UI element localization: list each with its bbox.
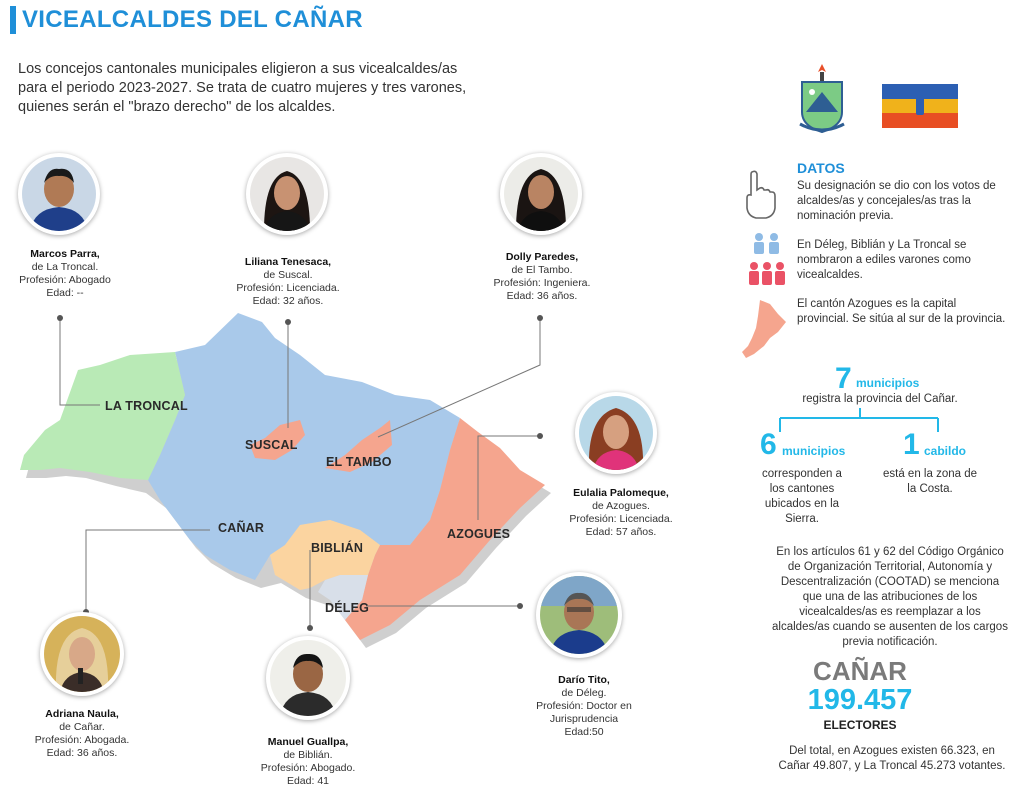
avatar-dolly-paredes <box>500 153 582 235</box>
avatar-eulalia-palomeque <box>575 392 657 474</box>
hand-pointer-icon <box>746 170 776 219</box>
person-canton: de Déleg. <box>561 687 607 699</box>
person-canton: de Cañar. <box>59 721 105 733</box>
region-el-tambo <box>325 420 392 472</box>
region-label-deleg: DÉLEG <box>325 601 370 615</box>
region-suscal <box>250 420 305 460</box>
person-name: Adriana Naula, <box>45 708 119 720</box>
coat-of-arms-icon <box>799 64 845 134</box>
caption-dolly-paredes: Dolly Paredes, de El Tambo. Profesión: I… <box>484 251 600 303</box>
avatar-dario-tito <box>536 572 622 658</box>
person-age: Edad: 41 <box>286 775 330 787</box>
stat-7-sub: registra la provincia del Cañar. <box>802 393 958 405</box>
title-accent-bar <box>10 6 16 34</box>
person-canton: de Biblián. <box>283 749 333 761</box>
person-profession: Profesión: Abogado <box>19 274 111 286</box>
region-canar <box>148 313 460 580</box>
person-canton: de Suscal. <box>263 269 313 281</box>
region-label-el-tambo: EL TAMBO <box>326 455 392 469</box>
person-profession: Profesión: Licenciada. <box>569 513 673 525</box>
caption-dario-tito: Darío Tito, de Déleg. Profesión: Doctor … <box>524 674 644 739</box>
caption-manuel-guallpa: Manuel Guallpa, de Biblián. Profesión: A… <box>248 736 368 788</box>
person-canton: de Azogues. <box>592 500 650 512</box>
electores-label: ELECTORES <box>823 718 897 732</box>
electores-number: 199.457 <box>807 684 913 716</box>
person-profession: Profesión: Abogado. <box>260 762 356 774</box>
azogues-map-icon <box>742 300 786 358</box>
avatar-adriana-naula <box>40 612 124 696</box>
stat-1-number: 1 <box>903 428 920 461</box>
person-age: Edad: -- <box>46 287 84 299</box>
region-deleg <box>318 575 368 620</box>
person-age: Edad:50 <box>564 726 604 738</box>
region-label-la-troncal: LA TRONCAL <box>105 399 188 413</box>
person-profession: Profesión: Doctor en <box>536 700 632 712</box>
connector-eulalia <box>477 435 540 520</box>
region-label-suscal: SUSCAL <box>245 438 298 452</box>
connector-dolly <box>377 318 541 438</box>
caption-liliana-tenesaca: Liliana Tenesaca, de Suscal. Profesión: … <box>230 256 346 308</box>
stat-1-sub: está en la zona de la Costa. <box>883 468 977 495</box>
caption-marcos-parra: Marcos Parra, de La Troncal. Profesión: … <box>10 248 120 300</box>
stat-1-label: cabildo <box>924 444 967 458</box>
person-name: Marcos Parra, <box>30 248 100 260</box>
person-age: Edad: 36 años. <box>506 290 578 302</box>
people-icon <box>749 233 785 285</box>
stat-7-label: municipios <box>856 376 920 390</box>
electores-detail: Del total, en Azogues existen 66.323, en… <box>778 745 1006 772</box>
region-azogues <box>345 418 545 640</box>
electores-province: CAÑAR <box>813 656 907 686</box>
cootad-text: En los artículos 61 y 62 del Código Orgá… <box>772 546 1008 648</box>
stat-7-number: 7 <box>835 362 852 395</box>
person-name: Eulalia Palomeque, <box>573 487 669 499</box>
person-age: Edad: 32 años. <box>252 295 324 307</box>
stat-6-number: 6 <box>760 428 777 461</box>
person-profession: Profesión: Ingeniera. <box>493 277 591 289</box>
person-name: Liliana Tenesaca, <box>244 256 332 268</box>
region-label-canar: CAÑAR <box>218 521 265 535</box>
datos-item-3: El cantón Azogues es la capital provinci… <box>797 298 1006 325</box>
person-canton: de La Troncal. <box>31 261 99 273</box>
page-title: VICEALCALDES DEL CAÑAR <box>22 6 363 33</box>
intro-text: Los concejos cantonales municipales elig… <box>18 61 467 115</box>
connector-lines <box>59 318 541 628</box>
connector-adriana <box>85 529 210 612</box>
person-age: Edad: 57 años. <box>585 526 657 538</box>
stat-6-sub: corresponden a los cantones ubicados en … <box>762 468 842 525</box>
caption-adriana-naula: Adriana Naula, de Cañar. Profesión: Abog… <box>20 708 144 760</box>
person-profession: Profesión: Abogada. <box>34 734 130 746</box>
person-canton: de El Tambo. <box>511 264 573 276</box>
person-name: Darío Tito, <box>558 674 610 686</box>
region-label-biblian: BIBLIÁN <box>311 541 364 555</box>
person-name: Dolly Paredes, <box>505 251 579 263</box>
region-label-azogues: AZOGUES <box>447 527 511 541</box>
canar-flag-icon <box>882 84 958 128</box>
stat-tree-lines <box>779 408 939 432</box>
region-la-troncal <box>20 352 185 480</box>
region-biblian <box>270 520 380 590</box>
datos-item-2: En Déleg, Biblián y La Troncal se nombra… <box>797 239 971 281</box>
person-profession: Profesión: Licenciada. <box>236 282 340 294</box>
avatar-liliana-tenesaca <box>246 153 328 235</box>
caption-eulalia-palomeque: Eulalia Palomeque, de Azogues. Profesión… <box>558 487 684 539</box>
avatar-marcos-parra <box>18 153 100 235</box>
avatar-manuel-guallpa <box>266 636 350 720</box>
person-age: Edad: 36 años. <box>46 747 118 759</box>
connector-marcos <box>59 318 100 406</box>
person-name: Manuel Guallpa, <box>267 736 349 748</box>
stat-6-label: municipios <box>782 444 846 458</box>
datos-item-1: Su designación se dio con los votos de a… <box>797 180 996 222</box>
person-profession-cont: Jurisprudencia <box>549 713 619 725</box>
datos-title: DATOS <box>797 160 845 176</box>
